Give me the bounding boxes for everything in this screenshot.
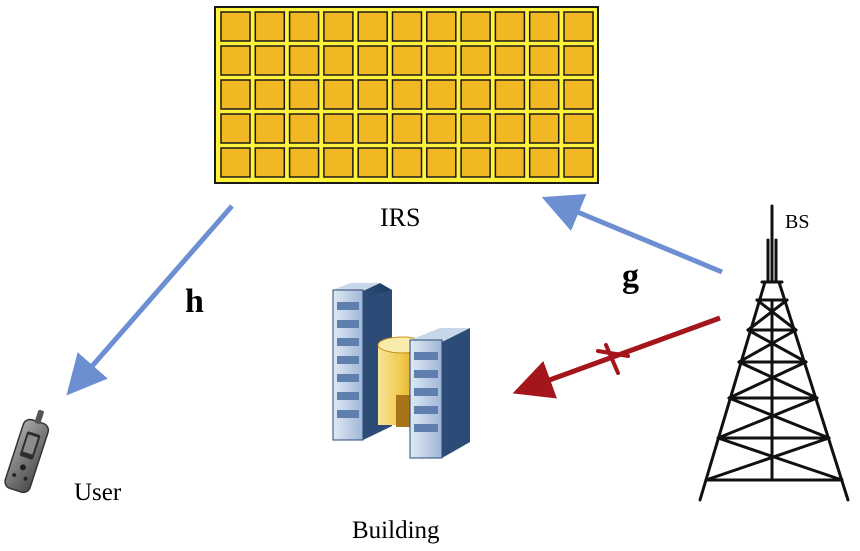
irs-element <box>323 45 354 76</box>
irs-element <box>357 45 388 76</box>
irs-element <box>460 45 491 76</box>
irs-element <box>357 11 388 42</box>
link-g-arrow <box>541 194 723 275</box>
irs-element <box>357 79 388 110</box>
irs-element <box>391 79 423 110</box>
irs-element <box>391 147 423 178</box>
server-building-icon <box>332 283 470 459</box>
irs-element <box>563 113 594 144</box>
irs-element <box>288 45 320 76</box>
irs-element <box>220 45 251 76</box>
irs-element <box>528 113 560 144</box>
irs-element <box>426 147 457 178</box>
irs-label: IRS <box>380 203 420 232</box>
user-label: User <box>74 479 122 506</box>
irs-element <box>254 45 286 76</box>
irs-element <box>288 113 320 144</box>
irs-element <box>323 11 354 42</box>
irs-element <box>426 11 457 42</box>
channel-g-label: g <box>622 258 639 295</box>
irs-element <box>220 79 251 110</box>
irs-element <box>220 147 251 178</box>
irs-element <box>563 79 594 110</box>
irs-element <box>494 147 526 178</box>
irs-element <box>323 147 354 178</box>
irs-element <box>254 79 286 110</box>
irs-element <box>220 11 251 42</box>
transmission-tower-icon <box>698 204 850 502</box>
irs-element <box>426 79 457 110</box>
irs-element <box>288 79 320 110</box>
irs-element <box>528 45 560 76</box>
irs-panel <box>214 6 599 184</box>
link-h-arrow <box>66 204 234 396</box>
irs-element <box>220 113 251 144</box>
irs-element <box>254 147 286 178</box>
irs-element <box>494 79 526 110</box>
building-label: Building <box>352 517 440 544</box>
irs-element <box>494 113 526 144</box>
irs-element <box>288 11 320 42</box>
irs-element <box>288 147 320 178</box>
irs-element <box>528 147 560 178</box>
irs-elements <box>220 11 594 178</box>
irs-element <box>460 147 491 178</box>
channel-h-label: h <box>185 283 204 320</box>
irs-element <box>494 45 526 76</box>
irs-element <box>254 11 286 42</box>
irs-element <box>528 11 560 42</box>
irs-element <box>563 11 594 42</box>
irs-element <box>254 113 286 144</box>
irs-element <box>323 113 354 144</box>
irs-element <box>391 11 423 42</box>
irs-element <box>357 147 388 178</box>
irs-element <box>357 113 388 144</box>
irs-element <box>323 79 354 110</box>
handheld-phone-icon <box>4 409 50 494</box>
irs-element <box>426 113 457 144</box>
irs-element <box>528 79 560 110</box>
irs-element <box>391 113 423 144</box>
irs-element <box>391 45 423 76</box>
blocked-cross-icon <box>596 343 630 375</box>
irs-element <box>460 113 491 144</box>
irs-element <box>563 147 594 178</box>
irs-element <box>563 45 594 76</box>
irs-element <box>426 45 457 76</box>
irs-element <box>494 11 526 42</box>
irs-element <box>460 11 491 42</box>
irs-element <box>460 79 491 110</box>
bs-label: BS <box>785 211 809 233</box>
